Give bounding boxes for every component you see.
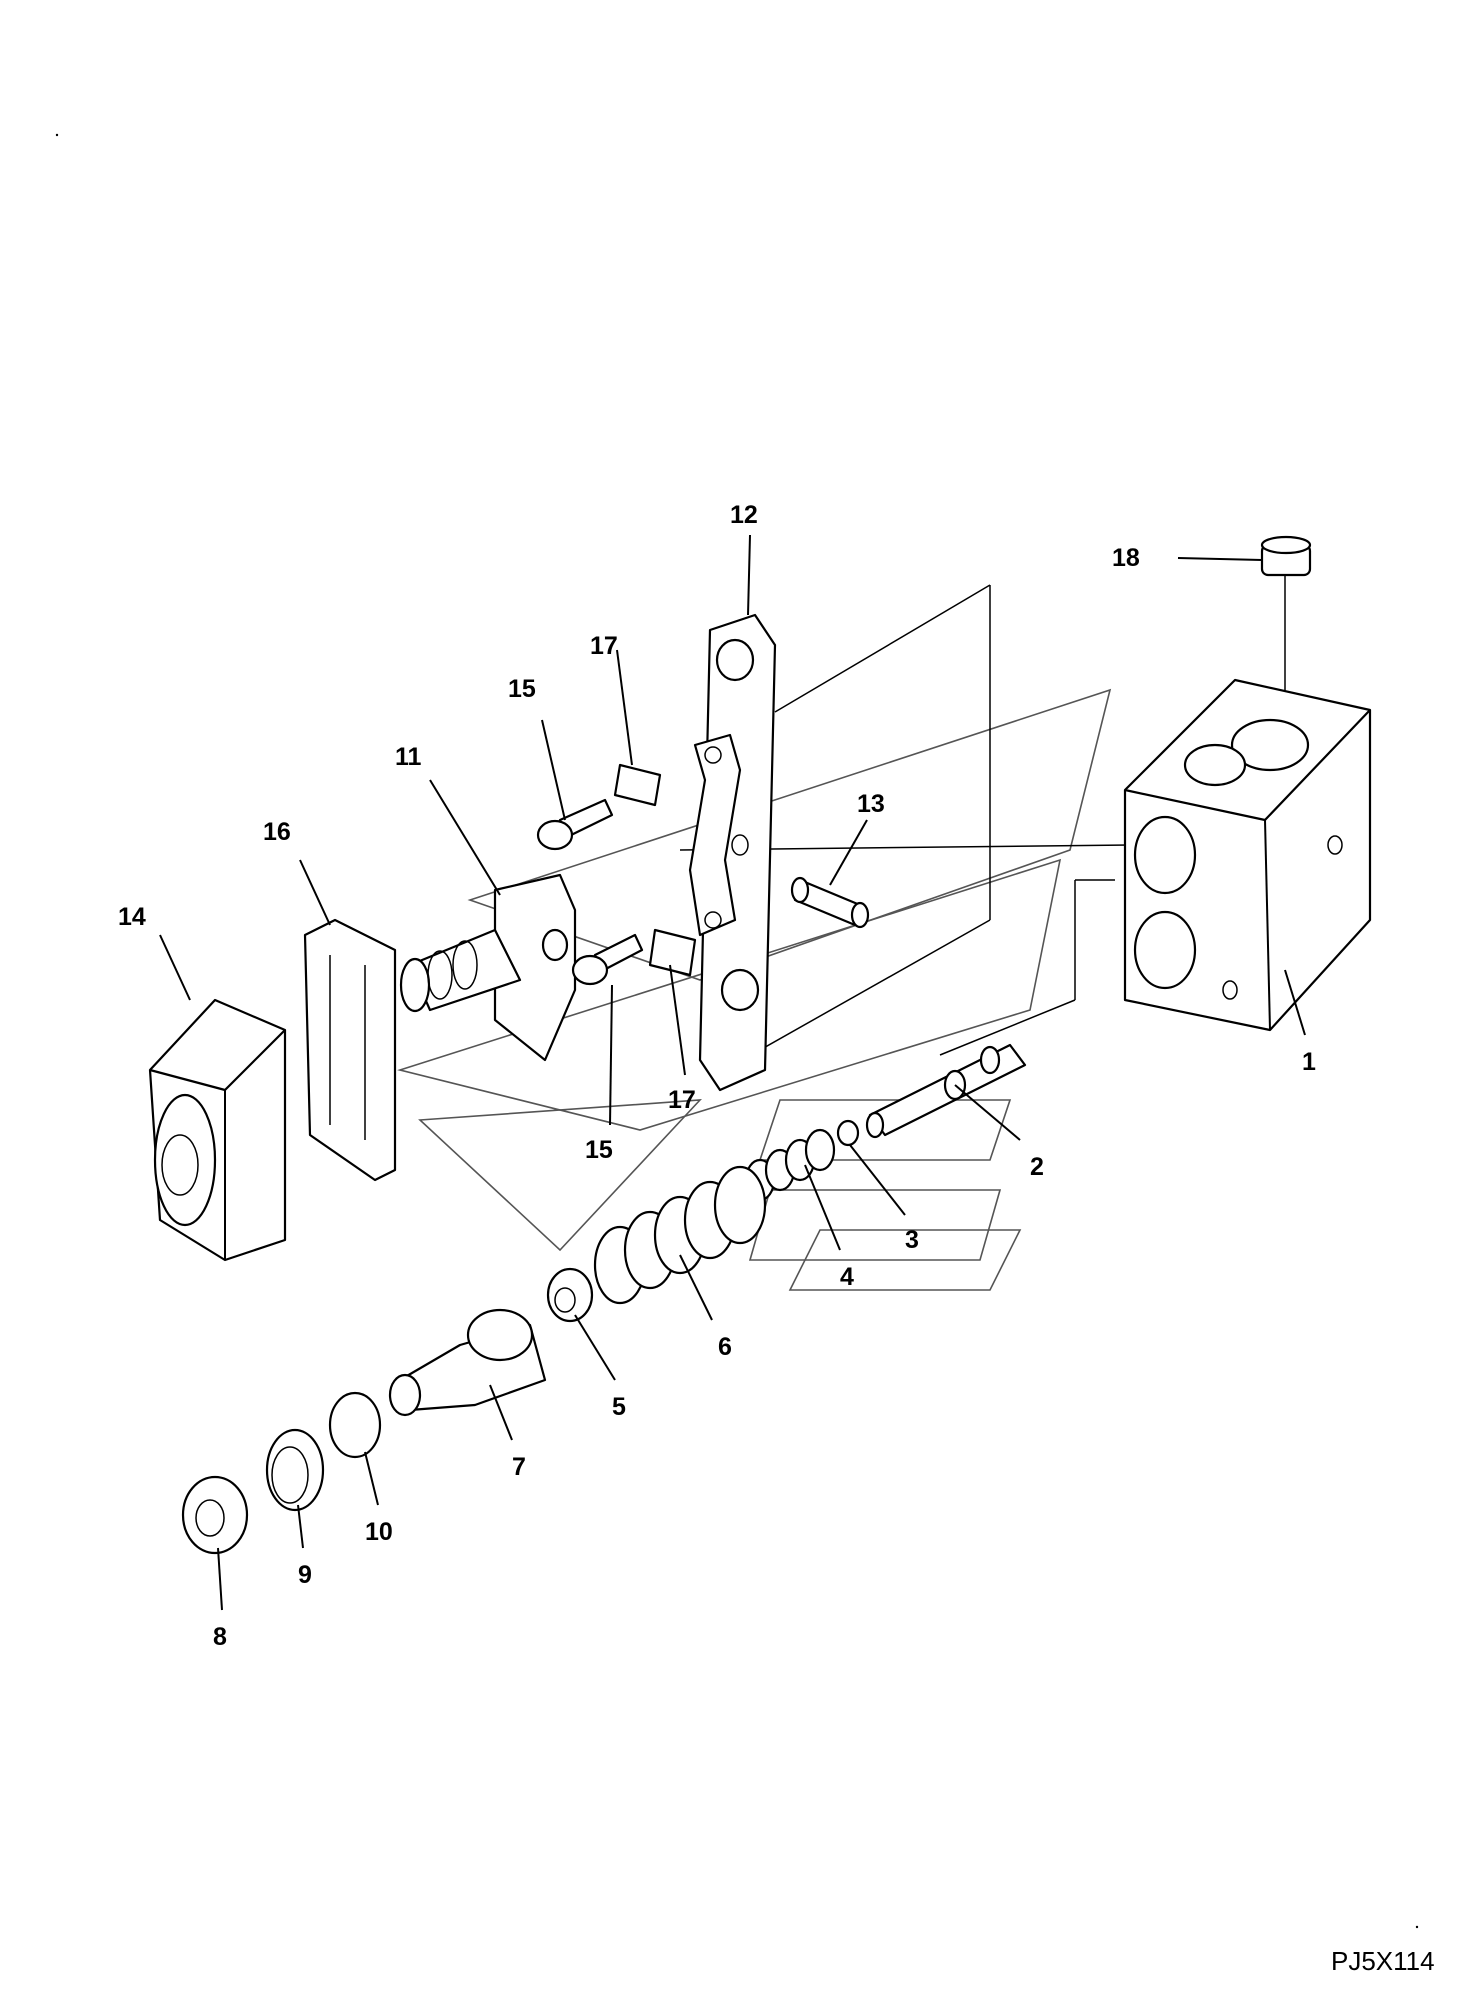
part-plate-lower (648, 928, 697, 977)
callout-14: 14 (118, 903, 146, 931)
part-seal (265, 1428, 325, 1512)
part-washer-small (836, 1119, 860, 1147)
part-plunger (388, 1308, 547, 1417)
callout-leaders (159, 534, 1306, 1611)
dot-bottom-right (1415, 1925, 1419, 1929)
callout-labels: 1 2 3 4 5 6 7 8 9 10 11 12 13 14 15 15 1… (118, 501, 1316, 1651)
callout-5: 5 (612, 1393, 626, 1421)
callout-3: 3 (905, 1226, 919, 1254)
callout-4: 4 (840, 1263, 854, 1291)
part-bolt-upper (536, 798, 614, 851)
callout-2: 2 (1030, 1153, 1044, 1181)
drawing-reference-code: PJ5X114 (1331, 1946, 1435, 1976)
part-link (688, 613, 777, 1092)
dot-top-left (55, 133, 59, 137)
callout-13: 13 (857, 790, 885, 818)
part-o-ring (328, 1391, 382, 1459)
callout-16: 16 (263, 818, 291, 846)
part-ring (181, 1475, 249, 1555)
callout-11: 11 (395, 743, 422, 771)
part-plug (1260, 535, 1312, 577)
callout-17-lower: 17 (668, 1086, 696, 1114)
part-bolt-lower (571, 933, 644, 986)
part-spring-large (593, 1165, 767, 1305)
part-spring-seat (546, 1267, 594, 1323)
callout-9: 9 (298, 1561, 312, 1589)
part-plate-upper (613, 763, 662, 807)
callout-15-upper: 15 (508, 675, 536, 703)
callout-7: 7 (512, 1453, 526, 1481)
callout-8: 8 (213, 1623, 227, 1651)
callout-6: 6 (718, 1333, 732, 1361)
callout-18: 18 (1112, 544, 1140, 572)
callout-12: 12 (730, 501, 758, 529)
callout-17-upper: 17 (590, 632, 618, 660)
callout-10: 10 (365, 1518, 393, 1546)
leader-lines (679, 575, 1286, 1056)
part-cover (148, 998, 287, 1262)
part-pin (790, 876, 870, 929)
part-lever (399, 873, 577, 1062)
callout-15-lower: 15 (585, 1136, 613, 1164)
part-gasket (303, 918, 397, 1182)
callout-1: 1 (1302, 1048, 1316, 1076)
part-valve-body (1123, 678, 1372, 1032)
